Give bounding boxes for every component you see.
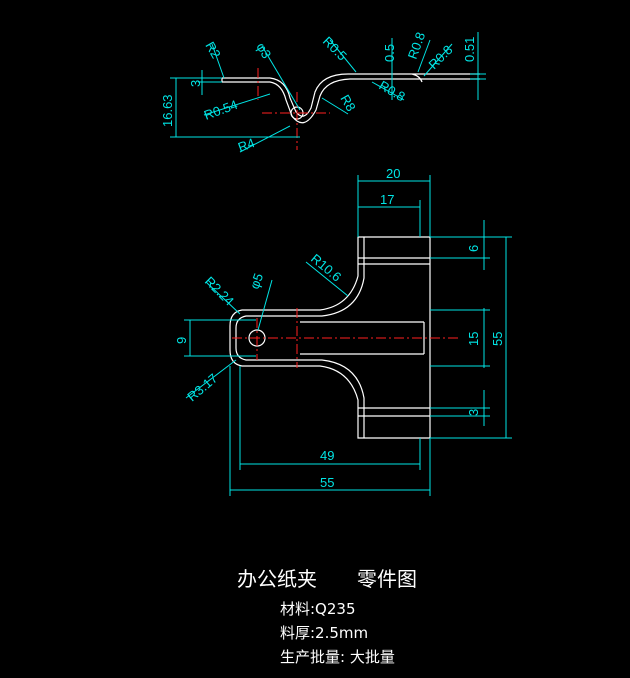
label-r08c: R0.8 xyxy=(377,78,408,105)
leader-r106 xyxy=(305,261,349,297)
label-051: 0.51 xyxy=(462,37,477,62)
label-6: 6 xyxy=(466,245,481,252)
leader-r054 xyxy=(203,93,271,116)
label-r224: R2.24 xyxy=(202,274,237,309)
label-r054: R0.54 xyxy=(202,97,240,123)
label-r8: R8 xyxy=(337,92,358,114)
leader-r08a xyxy=(417,39,431,73)
label-3b: 3 xyxy=(466,409,481,416)
leader-r05 xyxy=(329,39,357,73)
front-view-outline xyxy=(229,236,431,439)
front-view: 20 17 6 R10.6 R2.24 φ5 9 15 55 R3.17 3 4… xyxy=(174,166,512,496)
label-r4: R4 xyxy=(236,135,257,155)
leader-r8 xyxy=(321,97,349,115)
label-55h: 55 xyxy=(490,332,505,346)
label-r08a: R0.8 xyxy=(405,30,428,61)
label-1663: 16.63 xyxy=(160,94,175,127)
label-20: 20 xyxy=(386,166,400,181)
label-r317: R3.17 xyxy=(184,371,220,405)
top-view: R2 φ3 R0.5 0.5 R0.8 R0.8 0.51 3 16.63 R0… xyxy=(160,30,486,155)
leader-r08c xyxy=(371,81,405,101)
leader-phi3 xyxy=(261,45,301,111)
label-55w: 55 xyxy=(320,475,334,490)
label-r2: R2 xyxy=(202,39,223,61)
label-17: 17 xyxy=(380,192,394,207)
label-r08b: R0.8 xyxy=(426,42,456,72)
label-phi5: φ5 xyxy=(247,271,266,291)
leader-r317 xyxy=(185,359,237,399)
leader-r224 xyxy=(205,281,241,315)
label-49: 49 xyxy=(320,448,334,463)
leader-r4 xyxy=(239,125,291,153)
label-phi3: φ3 xyxy=(253,40,274,61)
top-view-profile xyxy=(221,73,480,124)
label-3: 3 xyxy=(188,80,203,87)
leader-r2 xyxy=(211,43,225,79)
leader-r08b xyxy=(423,43,453,77)
label-05: 0.5 xyxy=(382,44,397,62)
label-9: 9 xyxy=(174,337,189,344)
leader-phi5 xyxy=(257,279,273,331)
label-15: 15 xyxy=(466,332,481,346)
